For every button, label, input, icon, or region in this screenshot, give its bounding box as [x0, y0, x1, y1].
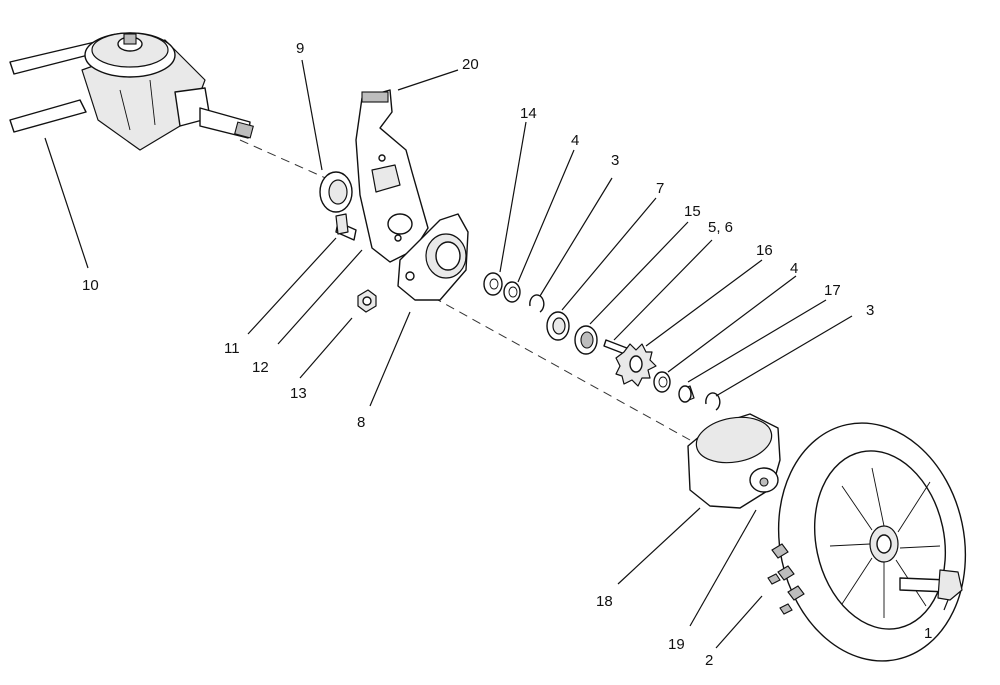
spacer	[678, 385, 695, 403]
retaining-clip-3b	[705, 392, 721, 411]
callout-8: 8	[357, 414, 365, 431]
bushing-washer	[319, 171, 353, 213]
callout-19: 19	[668, 636, 685, 653]
washer-14	[483, 272, 503, 296]
callout-14: 14	[520, 105, 537, 122]
gear-cover	[687, 413, 781, 509]
height-adjust-bracket	[355, 89, 429, 263]
washer-4a	[503, 281, 521, 303]
retaining-clip-3a	[529, 294, 545, 313]
callout-15: 15	[684, 203, 701, 220]
nut	[357, 289, 377, 313]
callout-16: 16	[756, 242, 773, 259]
callout-5-6: 5, 6	[708, 219, 733, 236]
callout-18: 18	[596, 593, 613, 610]
callout-12: 12	[252, 359, 269, 376]
bolt	[335, 213, 357, 241]
washer-4b	[653, 371, 671, 393]
callout-4a: 4	[571, 132, 579, 149]
callout-3a: 3	[611, 152, 619, 169]
seal	[546, 311, 570, 341]
callout-4b: 4	[790, 260, 798, 277]
callout-10: 10	[82, 277, 99, 294]
callout-20: 20	[462, 56, 479, 73]
pivot-bracket	[397, 213, 469, 301]
wheel-bolt	[899, 569, 963, 601]
callout-7: 7	[656, 180, 664, 197]
callout-17: 17	[824, 282, 841, 299]
assembly-axis	[239, 139, 691, 441]
callout-3b: 3	[866, 302, 874, 319]
callout-13: 13	[290, 385, 307, 402]
callout-1: 1	[924, 625, 932, 642]
bearing	[574, 325, 598, 355]
transmission-assembly	[9, 32, 254, 151]
leader-lines	[44, 59, 949, 649]
callout-9: 9	[296, 40, 304, 57]
callout-labels: 1 2 3 3 4 4 5, 6 7 8 9 10 11 12 13 14 15…	[82, 40, 932, 669]
callout-2: 2	[705, 652, 713, 669]
pinion-gear	[615, 343, 657, 387]
wheel	[767, 422, 967, 662]
callout-11: 11	[224, 340, 240, 357]
